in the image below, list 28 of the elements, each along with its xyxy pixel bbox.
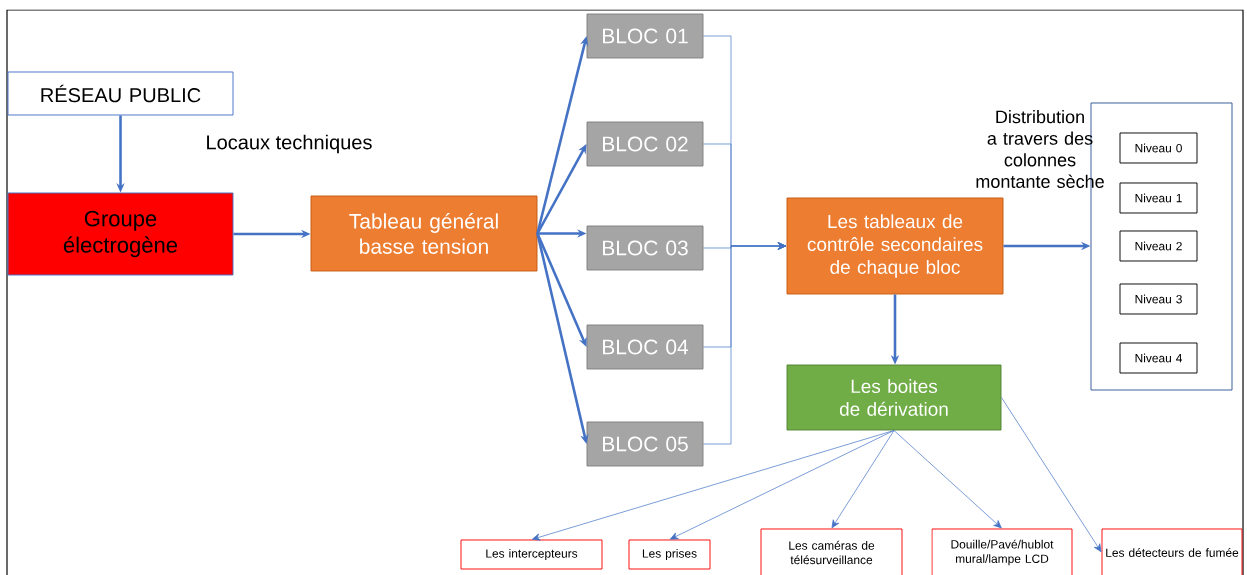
level-box: Niveau 0 [1119,132,1198,164]
block-box: BLOC 03 [586,225,704,271]
node-label: Distribution a travers des colonnes montante sèche [976,110,1104,188]
block-box: BLOC 04 [586,324,704,370]
device-box: Les détecteurs de fumée [1101,528,1243,575]
block-box: BLOC 05 [586,421,704,467]
device-box: Douille/Pavé/hublot mural/lampe LCD [931,528,1073,575]
source-box: RÉSEAU PUBLIC [7,71,234,116]
arrow [669,430,895,540]
arrow [893,430,1002,529]
panel-box: Tableau général basse tension [310,195,538,272]
arrow [536,144,587,235]
device-box: Les prises [628,539,711,570]
area-label: Locaux techniques [207,134,372,154]
arrow [1001,397,1102,553]
junction-box: Les boites de dérivation [786,364,1002,431]
level-box: Niveau 2 [1119,230,1198,262]
generator-box: Groupe électrogène [7,192,234,276]
block-box: BLOC 01 [586,13,704,59]
level-box: Niveau 3 [1119,283,1198,315]
level-box: Niveau 1 [1119,182,1198,214]
block-box: BLOC 02 [586,121,704,167]
device-box: Les caméras de télésurveillance [760,528,903,575]
panel-box: Les tableaux de contrôle secondaires de chaque bloc [786,197,1004,295]
level-box: Niveau 4 [1119,342,1198,374]
arrow [831,430,895,529]
device-box: Les intercepteurs [460,539,603,570]
arrow [703,242,786,445]
